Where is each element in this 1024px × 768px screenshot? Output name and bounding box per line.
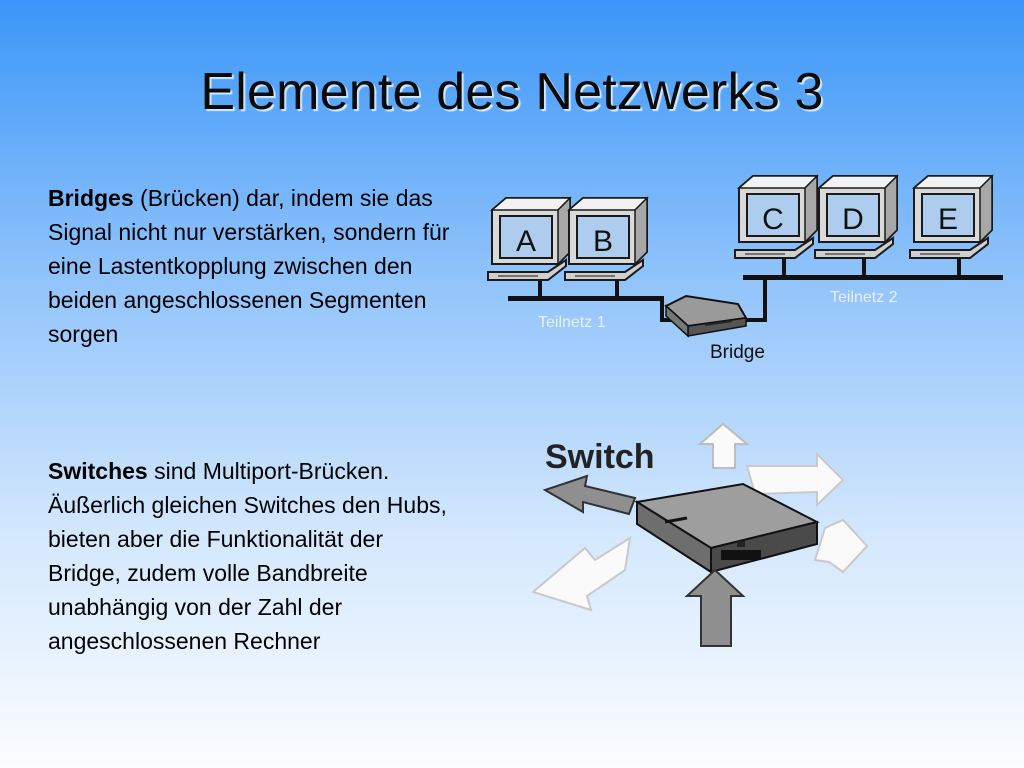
computer-b-label: B [593,225,613,258]
arrow-up-icon [697,422,750,469]
switches-paragraph: Switches sind Multiport-Brücken. Äußerli… [48,454,458,658]
switch-diagram: Switch [530,422,869,647]
arrow-right-up-icon [745,451,845,508]
computer-c-label: C [762,203,784,236]
computer-d-label: D [842,203,864,236]
bridges-text: (Brücken) dar, indem sie das Signal nich… [48,185,450,347]
arrow-right-icon [813,518,869,574]
computer-d-icon: D [814,175,898,259]
bridges-term: Bridges [48,185,134,211]
segment-1-label: Teilnetz 1 [538,314,606,331]
bridge-diagram: A B C D E Teilnetz 1 Teilnetz 2 Bridge [487,175,1003,363]
switch-device-icon [634,482,820,574]
computer-b-icon: B [564,197,648,281]
computer-a-label: A [516,225,536,258]
computer-a-icon: A [487,197,571,281]
bridge-label: Bridge [710,342,765,363]
switches-text: sind Multiport-Brücken. Äußerlich gleich… [48,458,447,654]
bridge-device-icon [664,294,748,338]
computer-c-icon: C [734,175,818,259]
arrow-left-icon [542,474,637,516]
arrow-in-icon [684,568,746,647]
bridges-paragraph: Bridges (Brücken) dar, indem sie das Sig… [48,181,458,351]
slide-title: Elemente des Netzwerks 3 [200,63,824,121]
switches-term: Switches [48,458,148,484]
arrow-left-down-icon [530,535,632,612]
switch-label: Switch [545,438,655,476]
computer-e-label: E [938,203,958,236]
segment-2-label: Teilnetz 2 [830,289,898,306]
computer-e-icon: E [909,175,993,259]
